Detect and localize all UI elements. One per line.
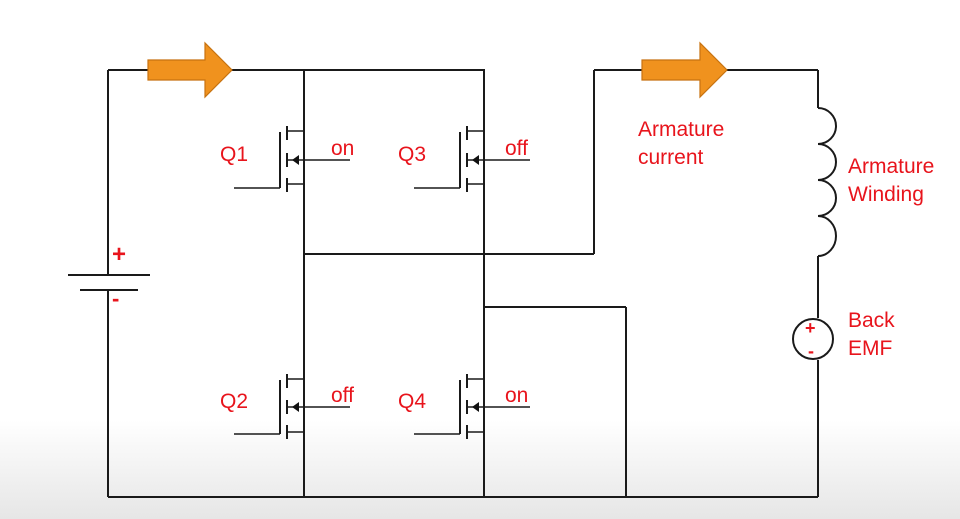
q2-mosfet-icon	[234, 374, 350, 439]
q3-mosfet-icon	[414, 126, 530, 192]
armature-current-line1: Armature	[638, 118, 724, 141]
wires	[107, 69, 819, 498]
q2-label: Q2	[220, 390, 248, 413]
current-arrow-icon	[147, 41, 233, 99]
armature-winding-line1: Armature	[848, 155, 934, 178]
voltage-source-icon	[792, 318, 834, 360]
q1-mosfet-icon	[234, 126, 350, 192]
current-arrow-icon	[641, 41, 728, 99]
bottom-shadow	[0, 420, 960, 519]
emf-plus: +	[805, 318, 816, 338]
back-emf-line2: EMF	[848, 337, 892, 360]
q3-label: Q3	[398, 143, 426, 166]
q2-state: off	[331, 384, 354, 407]
battery-plus: +	[112, 241, 126, 268]
q1-state: on	[331, 137, 354, 160]
inductor-icon	[817, 107, 837, 257]
q4-mosfet-icon	[414, 374, 530, 439]
emf-minus: -	[808, 341, 814, 361]
q4-state: on	[505, 384, 528, 407]
q1-label: Q1	[220, 143, 248, 166]
q4-label: Q4	[398, 390, 426, 413]
battery-minus: -	[112, 286, 119, 311]
battery-icon	[68, 255, 150, 300]
armature-winding-line2: Winding	[848, 183, 924, 206]
back-emf-line1: Back	[848, 309, 895, 332]
armature-current-line2: current	[638, 146, 704, 169]
q3-state: off	[505, 137, 528, 160]
